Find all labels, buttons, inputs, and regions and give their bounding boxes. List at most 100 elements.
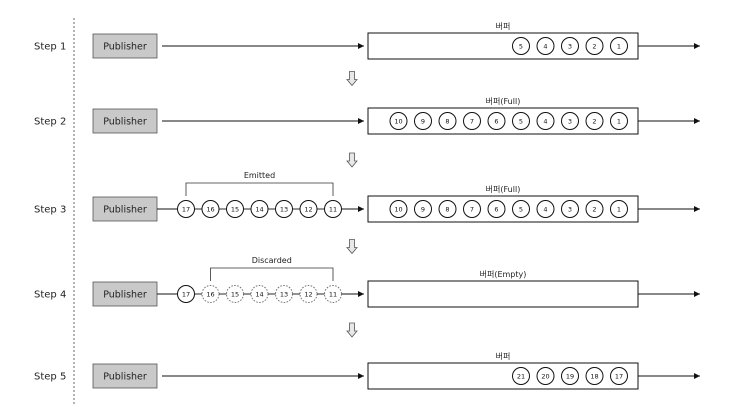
buffer-label: 버퍼	[496, 351, 511, 361]
buffer-item	[610, 200, 628, 218]
data-item-value: 13	[280, 290, 288, 298]
buffer-item	[561, 112, 579, 130]
buffer-item	[561, 200, 579, 218]
buffer-item	[536, 200, 555, 218]
publisher-label: Publisher	[103, 372, 147, 383]
buffer-item	[610, 367, 628, 385]
buffer-item-value: 4	[543, 205, 547, 213]
buffer-item-value: 21	[517, 372, 525, 380]
buffer-item	[585, 200, 604, 218]
buffer-item-value: 1	[617, 205, 621, 213]
buffer-item	[438, 200, 457, 218]
buffer-item	[389, 200, 408, 218]
publisher-label: Publisher	[103, 205, 147, 216]
buffer-item	[536, 112, 555, 130]
buffer-item	[487, 200, 506, 218]
buffer-item-value: 4	[543, 117, 547, 125]
buffer-label: 버퍼(Empty)	[480, 269, 527, 279]
buffer-item-value: 6	[494, 117, 498, 125]
buffer-item-value: 3	[568, 42, 572, 50]
step-label: Step 3	[34, 205, 66, 216]
buffer-item	[536, 37, 555, 55]
buffer-item-value: 7	[470, 117, 474, 125]
data-item-value: 11	[329, 205, 337, 213]
buffer-item	[438, 112, 457, 130]
buffer-item-value: 4	[543, 42, 547, 50]
down-arrow-icon	[346, 152, 358, 168]
step-label: Step 5	[34, 372, 66, 383]
publisher-box	[92, 108, 158, 134]
buffer-item	[610, 37, 628, 55]
buffer-item	[414, 200, 432, 218]
publisher-box	[92, 196, 158, 222]
data-item-value: 12	[304, 205, 312, 213]
data-item-value: 16	[206, 290, 214, 298]
buffer-item	[463, 112, 481, 130]
publisher-box	[92, 33, 158, 59]
buffer-item	[512, 367, 530, 385]
buffer-item	[463, 200, 481, 218]
data-item-value: 14	[255, 290, 263, 298]
down-arrow-icon	[346, 322, 358, 338]
bracket-label: Emitted	[244, 171, 275, 180]
buffer-item	[561, 37, 579, 55]
buffer-item-value: 6	[494, 205, 498, 213]
buffer-item	[414, 112, 432, 130]
down-arrow-icon	[346, 71, 358, 87]
bracket	[185, 182, 334, 196]
buffer-label: 버퍼(Full)	[486, 96, 521, 106]
data-item-value: 15	[231, 290, 239, 298]
publisher-label: Publisher	[103, 117, 147, 128]
data-item-value: 17	[182, 290, 190, 298]
publisher-box	[92, 363, 158, 389]
publisher-box	[92, 281, 158, 307]
buffer-item	[389, 112, 408, 130]
data-item-value: 12	[304, 290, 312, 298]
buffer-item-value: 10	[394, 117, 402, 125]
buffer-item-value: 3	[568, 205, 572, 213]
buffer-item-value: 1	[617, 117, 621, 125]
buffer-item-value: 9	[421, 205, 425, 213]
buffer-item	[512, 112, 530, 130]
publisher-label: Publisher	[103, 42, 147, 53]
buffer-item-value: 2	[592, 117, 596, 125]
buffer-item-value: 3	[568, 117, 572, 125]
buffer-item-value: 5	[519, 205, 523, 213]
data-item-value: 13	[280, 205, 288, 213]
buffer-item-value: 20	[541, 372, 549, 380]
buffer-item	[585, 37, 604, 55]
buffer-item-value: 8	[445, 117, 449, 125]
data-item-value: 11	[329, 290, 337, 298]
buffer-item	[512, 37, 530, 55]
buffer-item-value: 7	[470, 205, 474, 213]
buffer-item-value: 9	[421, 117, 425, 125]
buffer-item	[561, 367, 579, 385]
buffer-item	[585, 367, 604, 385]
step-label: Step 4	[34, 290, 66, 301]
buffer-item-value: 19	[566, 372, 574, 380]
buffer-item-value: 8	[445, 205, 449, 213]
step-label: Step 2	[34, 117, 66, 128]
data-item-value: 17	[182, 205, 190, 213]
buffer-box	[367, 280, 639, 308]
buffer-item	[585, 112, 604, 130]
buffer-item-value: 18	[590, 372, 598, 380]
bracket	[210, 267, 334, 281]
buffer-item-value: 10	[394, 205, 402, 213]
buffer-label: 버퍼(Full)	[486, 184, 521, 194]
buffer-item-value: 17	[615, 372, 623, 380]
buffer-item-value: 1	[617, 42, 621, 50]
buffer-item	[512, 200, 530, 218]
data-item-value: 14	[255, 205, 263, 213]
data-item-value: 16	[206, 205, 214, 213]
buffer-item	[536, 367, 555, 385]
publisher-label: Publisher	[103, 290, 147, 301]
buffer-item-value: 5	[519, 42, 523, 50]
buffer-item	[610, 112, 628, 130]
buffer-item-value: 2	[592, 42, 596, 50]
